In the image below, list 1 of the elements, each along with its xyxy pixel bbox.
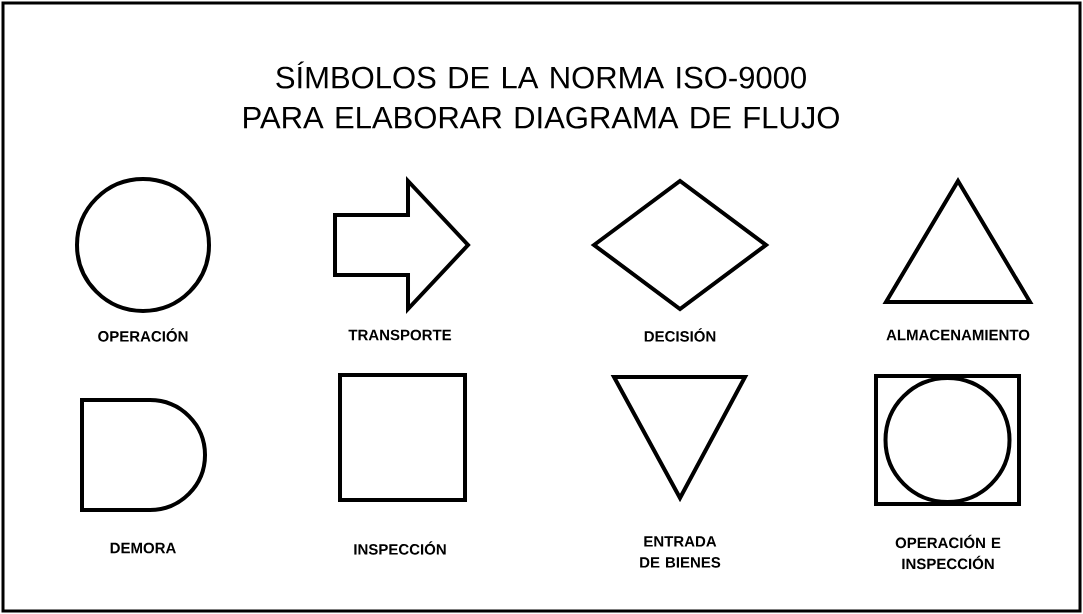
title: SÍMBOLOS DE LA NORMA ISO-9000 PARA ELABORAR DIAGRAMA DE FLUJO	[244, 61, 839, 129]
